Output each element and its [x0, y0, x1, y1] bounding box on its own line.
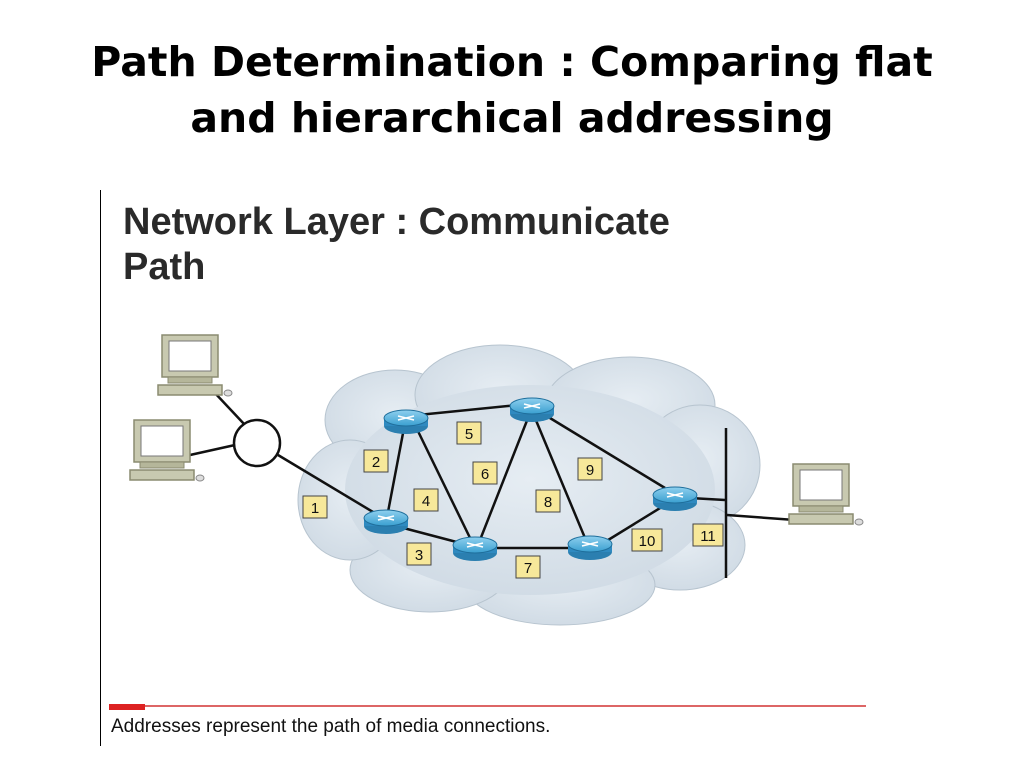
link-1 [277, 453, 379, 517]
figure-frame: Network Layer : Communicate Path Address… [100, 190, 866, 746]
path-label-1: 1 [302, 495, 328, 519]
path-label-3: 3 [406, 542, 432, 566]
computer-3-icon [788, 463, 864, 526]
path-label-11: 11 [692, 523, 724, 547]
path-label-7: 7 [515, 555, 541, 579]
link-5 [417, 403, 519, 417]
diagram-caption: Addresses represent the path of media co… [111, 716, 551, 737]
link-10 [599, 503, 666, 547]
svg-text:3: 3 [415, 547, 423, 564]
caption-divider [145, 705, 866, 707]
router-e [567, 535, 613, 560]
computer-1-icon [157, 334, 233, 397]
diagram-heading: Network Layer : Communicate Path [123, 200, 670, 290]
diagram-heading-line2: Path [123, 246, 206, 288]
router-d [452, 536, 498, 561]
link-pc3 [726, 513, 796, 522]
svg-text:1: 1 [311, 500, 319, 517]
svg-text:7: 7 [524, 560, 532, 577]
svg-text:8: 8 [544, 494, 552, 511]
routers [363, 397, 698, 561]
svg-text:2: 2 [372, 454, 380, 471]
svg-text:11: 11 [700, 528, 716, 545]
hub [232, 418, 282, 468]
path-label-8: 8 [535, 489, 561, 513]
link-6 [478, 417, 530, 541]
svg-text:9: 9 [586, 462, 594, 479]
path-label-2: 2 [363, 449, 389, 473]
link-pc2-hub [189, 443, 236, 457]
link-2 [386, 427, 406, 513]
slide-title: Path Determination : Comparing flat and … [0, 34, 1024, 146]
link-9 [544, 413, 666, 490]
router-b [509, 397, 555, 422]
link-8 [533, 417, 587, 539]
path-label-9: 9 [577, 457, 603, 481]
path-label-4: 4 [413, 488, 439, 512]
svg-text:5: 5 [465, 426, 473, 443]
link-4 [413, 424, 474, 543]
router-a [383, 409, 429, 434]
network-cloud [297, 344, 761, 626]
svg-text:4: 4 [422, 493, 430, 510]
slide-title-line1: Path Determination : Comparing flat [91, 38, 933, 86]
svg-text:10: 10 [639, 533, 656, 550]
diagram-heading-line1: Network Layer : Communicate [123, 201, 670, 243]
caption-accent-bar [109, 704, 145, 710]
computer-2-icon [129, 419, 205, 482]
path-label-6: 6 [472, 461, 498, 485]
svg-text:6: 6 [481, 466, 489, 483]
link-pc1-hub [213, 391, 246, 426]
router-f [652, 486, 698, 511]
slide-title-line2: and hierarchical addressing [190, 94, 834, 142]
router-c [363, 509, 409, 534]
path-label-10: 10 [631, 528, 663, 552]
path-label-5: 5 [456, 421, 482, 445]
